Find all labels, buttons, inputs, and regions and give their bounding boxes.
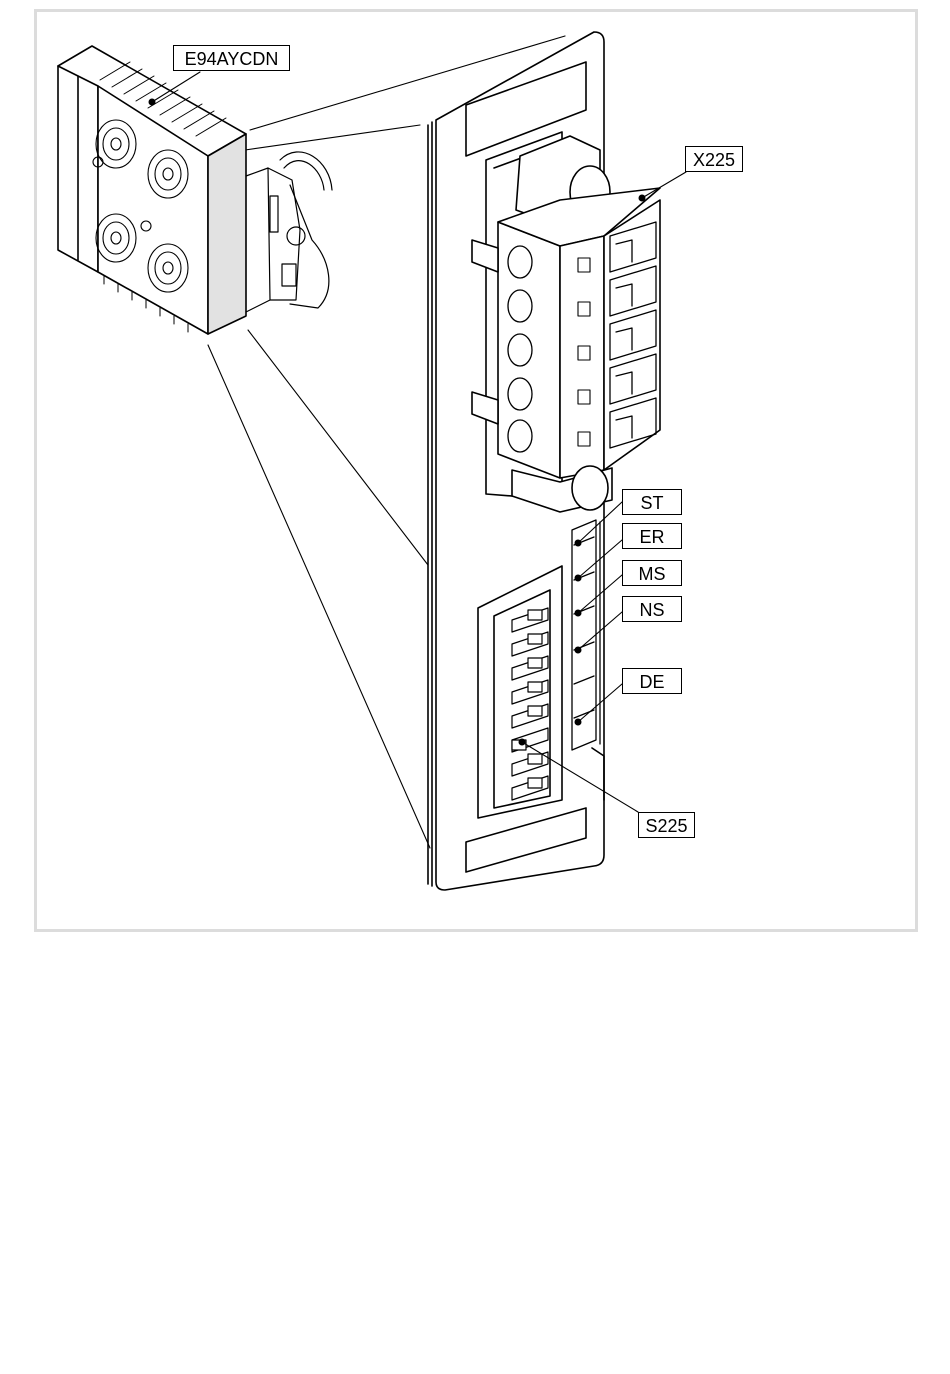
- label-led-ns: NS: [622, 596, 682, 622]
- label-switch-s225: S225: [638, 812, 695, 838]
- label-connector-x225: X225: [685, 146, 743, 172]
- panel-drawing: [428, 32, 660, 890]
- label-led-er: ER: [622, 523, 682, 549]
- label-led-ms: MS: [622, 560, 682, 586]
- module-drawing: [58, 46, 332, 334]
- label-module: E94AYCDN: [173, 45, 290, 71]
- label-led-st: ST: [622, 489, 682, 515]
- label-led-de: DE: [622, 668, 682, 694]
